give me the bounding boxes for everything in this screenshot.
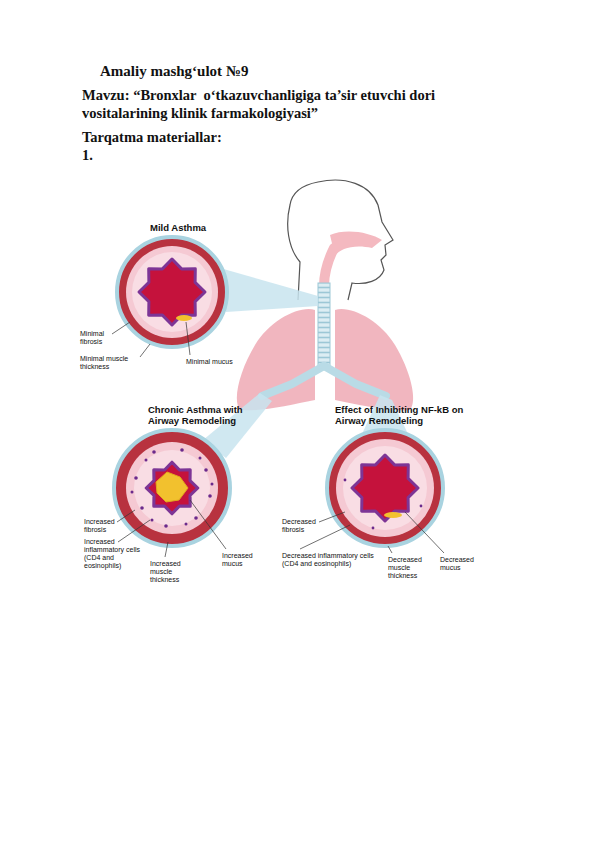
callout-label: Increased mucus — [222, 552, 262, 568]
muscle-layer — [327, 430, 443, 546]
mucus — [384, 512, 402, 518]
item-number: 1. — [82, 146, 122, 164]
leader-lines — [112, 322, 444, 557]
inflammatory-cells — [131, 448, 214, 528]
right-bronchus — [324, 366, 386, 396]
mucus — [156, 472, 188, 502]
callout-label: Decreased mucus — [440, 556, 485, 572]
left-bronchus — [262, 366, 324, 396]
muscle-layer — [117, 237, 227, 347]
mucus — [176, 315, 192, 321]
submucosa — [134, 450, 210, 526]
airway-cross-section — [327, 430, 443, 546]
callout-label: Increased inflammatory cells (CD4 and eo… — [84, 538, 144, 570]
airway-cross-section — [114, 430, 230, 546]
airway-lumen — [139, 259, 205, 325]
submucosa — [132, 252, 212, 332]
airway-lumen — [352, 455, 418, 521]
callout-label: Minimal muscle thickness — [80, 355, 138, 371]
fibrous-layer — [126, 246, 218, 338]
panel-heading: Effect of Inhibiting NF-kB on Airway Rem… — [335, 404, 475, 426]
head-back-outline — [288, 182, 318, 300]
topic-heading: Mavzu: “Bronxlar o‘tkazuvchanligiga ta’s… — [82, 86, 522, 122]
fibrous-layer — [126, 442, 218, 534]
throat-airway — [324, 248, 334, 286]
callout-label: Increased fibrosis — [84, 518, 124, 534]
submucosa — [343, 446, 427, 530]
panel-heading: Chronic Asthma with Airway Remodeling — [148, 404, 258, 426]
panel-heading: Mild Asthma — [150, 222, 240, 233]
airway-lumen — [146, 462, 197, 513]
document-title: Amaliy mashg‘ulot №9 — [100, 62, 420, 80]
callout-label: Minimal mucus — [186, 358, 246, 366]
muscle-layer — [114, 430, 230, 546]
fibrous-layer — [336, 439, 434, 537]
section-heading: Tarqatma materiallar: — [82, 128, 382, 146]
zoom-band — [220, 268, 318, 312]
left-lung — [237, 309, 315, 410]
callout-label: Decreased fibrosis — [282, 518, 326, 534]
callout-label: Decreased inflammatory cells (CD4 and eo… — [282, 552, 382, 568]
callout-label: Decreased muscle thickness — [388, 556, 436, 580]
callout-label: Minimal fibrosis — [80, 330, 120, 346]
airway-cross-section — [117, 237, 227, 347]
callout-label: Increased muscle thickness — [150, 560, 196, 584]
nasal-cavity — [330, 231, 382, 256]
face-outline — [318, 180, 393, 300]
trachea — [318, 283, 330, 367]
